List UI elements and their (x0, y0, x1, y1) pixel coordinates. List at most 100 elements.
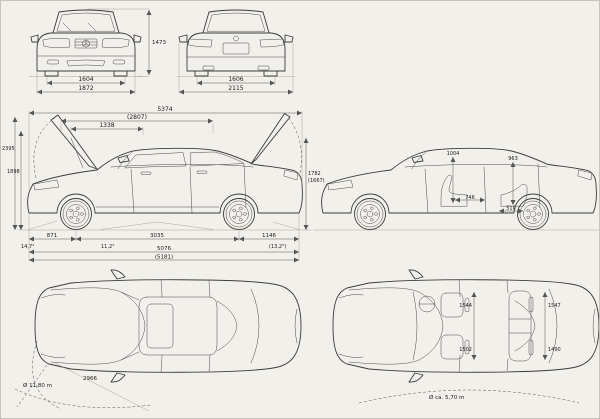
car-top-outline (332, 279, 599, 373)
dim-length: 5076 (157, 246, 171, 252)
door-handle (196, 170, 208, 174)
sunroof (146, 303, 174, 349)
ramp-angle-line (100, 221, 214, 230)
mirror-left (30, 34, 39, 43)
dim-rear-width: 1547 (548, 303, 561, 309)
dim-front-width: 1544 (459, 303, 472, 309)
dim-ramp-angle: 11,2° (101, 244, 115, 250)
hood-open (50, 114, 98, 170)
ext-line (178, 43, 294, 94)
dim-rear-track: 1606 (228, 76, 243, 83)
dim-front-width-2: 1502 (459, 347, 472, 353)
grille (74, 38, 98, 49)
dim-front-width: 1872 (78, 85, 93, 92)
hood-swing-arc (33, 116, 57, 179)
door-seam (160, 279, 211, 373)
wheel (263, 70, 278, 77)
mirror-top (110, 269, 126, 383)
dim-side-left-1: 2395 (2, 146, 15, 152)
dim-front-overhang: 871 (47, 233, 58, 239)
headlight (33, 179, 60, 191)
dim-diagonal: 2966 (83, 376, 97, 382)
headrest (464, 297, 470, 313)
trunk-swing-arc (287, 116, 302, 174)
diagonal-line (54, 362, 150, 412)
belt-line (110, 164, 254, 168)
car-profile (321, 147, 597, 214)
side-view: 5374 (2807) 1338 2395 1898 1782 (1667) 8… (2, 106, 325, 263)
dim-front-height: 1473 (152, 40, 166, 46)
mirror (117, 155, 130, 163)
dim-side-top-1: 5374 (157, 106, 172, 113)
windshield-base (120, 291, 146, 361)
headlight (327, 179, 354, 191)
hood-seam (50, 287, 122, 365)
side-view-interior: 1004 963 746 510 (313, 147, 599, 231)
rear-bench (508, 290, 532, 362)
trunk-seam (548, 288, 596, 364)
approach-angle-line (28, 220, 58, 230)
belt-line (404, 164, 548, 168)
windshield-base (418, 291, 444, 361)
windshield (117, 150, 134, 170)
dim-side-top-2: (2807) (127, 114, 147, 121)
headlight-top (338, 294, 364, 358)
armrest (508, 318, 532, 334)
mirror-top (408, 269, 424, 383)
dim-rear-overhang: 1146 (262, 233, 276, 239)
brand-star-icon (82, 39, 90, 47)
front-view: 1473 1604 1872 (29, 8, 166, 95)
top-view: Ø 11,80 m 2966 (14, 269, 302, 412)
dim-wheelbase: 3035 (150, 233, 164, 239)
dim-approach-angle: 14,7° (21, 244, 35, 250)
front-seat (440, 292, 464, 318)
mirror (411, 155, 424, 163)
taillight-left (188, 38, 213, 48)
fog-light-left (46, 59, 60, 65)
hood-strut (70, 137, 84, 169)
ext-line (28, 111, 303, 189)
dim-legroom-front: 746 (465, 195, 475, 201)
turning-arc (14, 388, 152, 408)
dim-departure-angle: (13,2°) (269, 244, 287, 250)
hood-seam (348, 287, 420, 365)
taillight-right (259, 38, 284, 48)
dim-rear-width: 2115 (228, 85, 243, 92)
dashboard (412, 291, 418, 361)
taillight (577, 169, 593, 181)
air-intake (66, 59, 106, 67)
wheel (194, 70, 209, 77)
windshield (56, 12, 116, 32)
rear-window-top (514, 300, 536, 352)
greenhouse (52, 9, 120, 34)
a-pillar (120, 291, 140, 361)
headrest (528, 296, 534, 313)
dim-front-track: 1604 (78, 76, 93, 83)
turning-line (16, 340, 62, 410)
wheel (60, 198, 92, 230)
departure-angle-line (272, 221, 300, 230)
dim-side-top-3: 1338 (99, 122, 114, 129)
headrest (528, 339, 534, 356)
dim-turning-circle: Ø 11,80 m (23, 382, 52, 389)
exhaust-left (202, 65, 215, 71)
dim-side-right-2: (1667) (308, 178, 325, 184)
trunk-seam (250, 288, 298, 364)
headlight-right (101, 37, 130, 49)
front-seat (440, 174, 468, 207)
headrest (464, 339, 470, 355)
roof-panel (138, 296, 218, 356)
ext-line (87, 8, 149, 77)
headlight-left (42, 37, 71, 49)
clearance-arc (358, 389, 580, 404)
door-seam (458, 279, 509, 373)
door-seam (130, 163, 247, 214)
fog-light-right (112, 59, 126, 65)
car-profile (27, 147, 303, 214)
greenhouse (202, 9, 270, 34)
headlight-top (40, 294, 66, 358)
exhaust-right (257, 65, 270, 71)
front-window (124, 152, 187, 169)
wheel (113, 70, 128, 77)
